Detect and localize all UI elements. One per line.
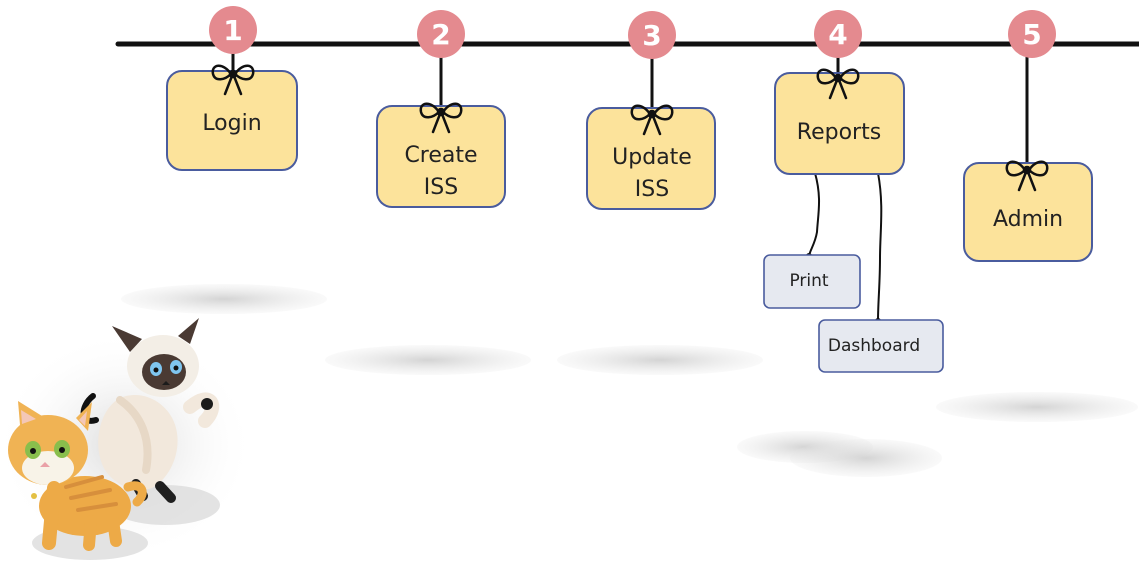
step-badge-3: 3 [628, 11, 676, 59]
bow-icon [1005, 160, 1049, 192]
card-3-text-line-1: Update [612, 145, 692, 170]
card-3-shadow [557, 345, 763, 375]
card-3-text-line-2: ISS [635, 177, 669, 202]
step-card-4[interactable]: Reports [774, 72, 905, 175]
card-4-text-line-1: Reports [797, 120, 881, 145]
strings [231, 48, 1029, 170]
sub-card-dashboard-label: Dashboard [828, 336, 920, 356]
step-badge-1: 1 [209, 6, 257, 54]
card-3-body [586, 107, 716, 210]
card-2-text-line-1: Create [404, 143, 477, 168]
step-badge-4: 4 [814, 10, 862, 58]
cats-illustration-icon [0, 318, 255, 560]
step-badge-1-number: 1 [223, 14, 242, 47]
bow-icon [630, 104, 674, 136]
connector-print [808, 172, 820, 257]
step-card-1[interactable]: Login [166, 70, 298, 171]
sub-card-print[interactable]: Print [763, 254, 861, 309]
badges: 1 2 3 4 5 [209, 6, 1056, 59]
card-2-shadow [325, 345, 531, 375]
step-badge-3-number: 3 [642, 19, 661, 52]
card-5-shadow [936, 392, 1138, 422]
card-1-shadow [121, 284, 327, 314]
step-badge-4-number: 4 [828, 18, 847, 51]
sub-card-print-body [763, 254, 861, 309]
step-badge-2-number: 2 [431, 18, 450, 51]
card-2-text-line-2: ISS [424, 175, 458, 200]
bow-icon [816, 68, 860, 100]
bows [211, 64, 1049, 192]
step-badge-2: 2 [417, 10, 465, 58]
connector-dashboard [877, 172, 883, 322]
step-badge-5: 5 [1008, 10, 1056, 58]
card-2-body [376, 105, 506, 208]
bow-icon [211, 64, 255, 96]
step-card-2[interactable]: Create ISS [376, 105, 506, 208]
card-1-text-line-1: Login [202, 111, 261, 136]
step-card-3[interactable]: Update ISS [586, 107, 716, 210]
sub-card-dashboard-body [818, 319, 944, 373]
siamese-cat-icon [80, 318, 220, 503]
step-badge-5-number: 5 [1022, 18, 1041, 51]
bow-icon [419, 102, 463, 134]
card-5-text-line-1: Admin [993, 207, 1063, 232]
floor-shadows [121, 284, 1138, 477]
sub-card-dashboard[interactable]: Dashboard [818, 319, 944, 373]
sub-card-print-label: Print [789, 271, 828, 291]
card-4-body [774, 72, 905, 175]
card-5-body [963, 162, 1093, 262]
step-card-5[interactable]: Admin [963, 162, 1093, 262]
dashboard-shadow [790, 439, 942, 477]
orange-cat-icon [8, 401, 147, 551]
